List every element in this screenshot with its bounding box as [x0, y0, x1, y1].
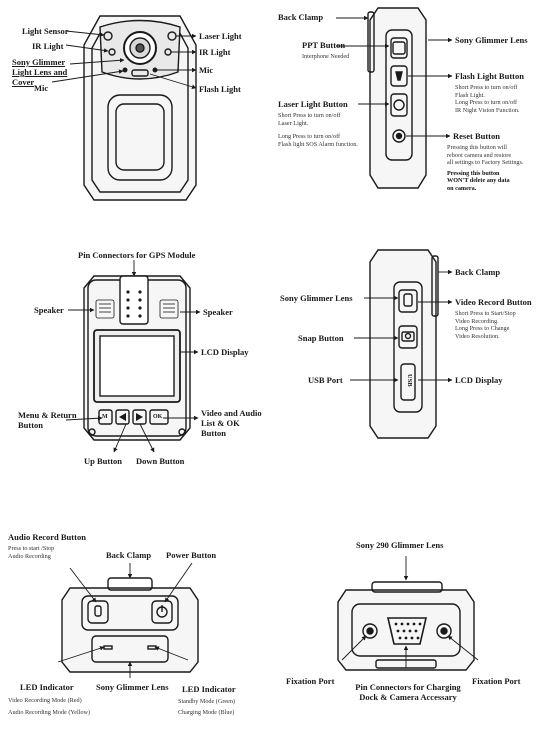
- flash-desc-line-1: Short Press to turn on/off: [455, 84, 518, 91]
- sony-lens-label-5: Sony Glimmer Lens: [96, 682, 169, 692]
- video-record-desc: Short Press to Start/Stop Video Recordin…: [455, 310, 516, 340]
- audio-desc-line-2: Audio Recording: [8, 552, 51, 560]
- flash-button-label: Flash Light Button: [455, 71, 524, 81]
- video-list-line-3: Button: [201, 428, 227, 438]
- back-clamp-label-4: Back Clamp: [455, 267, 501, 277]
- power-button-label: Power Button: [166, 550, 217, 560]
- menu-line-2: Button: [18, 420, 44, 430]
- reset-note-line-3: on camera.: [447, 185, 523, 193]
- sony-lens-label-4: Sony Glimmer Lens: [280, 293, 353, 303]
- up-button-label: Up Button: [84, 456, 123, 466]
- flash-desc-line-2: Flash Light.: [455, 91, 485, 99]
- led-left-desc-line-2: Audio Recording Mode (Yellow): [8, 708, 91, 716]
- ppt-button-desc: Interphone Needed: [302, 53, 350, 60]
- laser-button-desc: Short Press to turn on/off Laser Light. …: [278, 112, 358, 148]
- video-desc-line-3: Long Press to Change: [455, 325, 510, 333]
- bottom-view-camera: [337, 581, 475, 671]
- right-side-view-camera: [367, 7, 427, 189]
- menu-return-label: Menu & Return Button: [18, 410, 77, 430]
- key-ok: OK: [153, 414, 163, 420]
- lcd-display-label-3: LCD Display: [201, 347, 249, 357]
- laser-light-label: Laser Light: [199, 31, 242, 41]
- led-left-desc-line-1: Video Recording Mode (Red): [8, 697, 82, 704]
- led-left-desc: Video Recording Mode (Red) Audio Recordi…: [8, 697, 90, 716]
- laser-desc-line-2: Laser Light.: [278, 119, 309, 127]
- pin-connectors-label: Pin Connectors for Charging Dock & Camer…: [350, 682, 466, 702]
- sony-lens-cover-line-2: Light Lens and: [12, 67, 68, 77]
- reset-desc-line-3: all settings to Factory Settings.: [447, 159, 524, 167]
- lcd-display-label-4: LCD Display: [455, 375, 503, 385]
- video-audio-list-label: Video and Audio List & OK Button: [201, 408, 262, 438]
- gps-connectors-label: Pin Connectors for GPS Module: [78, 250, 196, 260]
- audio-record-desc: Press to start /Stop Audio Recording: [8, 545, 54, 560]
- reset-note-line-1: Pressing this button: [447, 170, 523, 178]
- reset-note-3: on camera.: [447, 184, 477, 192]
- laser-desc-line-1: Short Press to turn on/off: [278, 112, 341, 119]
- mic-left-label: Mic: [34, 83, 49, 93]
- video-record-button-label: Video Record Button: [455, 297, 532, 307]
- back-clamp-label-2: Back Clamp: [278, 12, 324, 22]
- laser-desc-line-4: Long Press to turn on/off: [278, 133, 341, 141]
- ir-light-right-label: IR Light: [199, 47, 231, 57]
- flash-desc-line-4: IR Night Vision Function.: [455, 106, 520, 114]
- flash-desc-line-3: Long Press to turn on/off: [455, 99, 518, 107]
- sony-lens-cover-line-3: Cover: [12, 77, 35, 87]
- reset-desc-line-1: Pressing this button will: [447, 144, 507, 151]
- reset-note-line-2: WON'T delete any data: [447, 177, 523, 185]
- video-list-line-1: Video and Audio: [201, 408, 262, 418]
- fixation-port-left-label: Fixation Port: [286, 676, 335, 686]
- reset-note-2: WON'T delete any data: [447, 177, 510, 185]
- audio-desc-line-1: Press to start /Stop: [8, 545, 55, 552]
- sony-lens-cover-label: Sony Glimmer Light Lens and Cover: [12, 57, 67, 87]
- audio-record-button-label: Audio Record Button: [8, 532, 86, 542]
- reset-note-1: Pressing this button: [447, 169, 500, 177]
- pin-connectors-line-1: Pin Connectors for Charging: [355, 682, 461, 692]
- down-button-label: Down Button: [136, 456, 185, 466]
- video-desc-line-1: Short Press to Start/Stop: [455, 310, 516, 317]
- front-view-camera: [83, 15, 197, 201]
- led-right-desc: Standby Mode (Green) Charging Mode (Blue…: [178, 698, 235, 716]
- led-indicator-left-label: LED Indicator: [20, 682, 74, 692]
- flash-button-desc: Short Press to turn on/off Flash Light. …: [455, 84, 520, 114]
- pin-connectors-line-2: Dock & Camera Accessary: [359, 692, 457, 702]
- key-m: M: [102, 414, 108, 420]
- laser-desc-line-5: Flash light SOS Alarm function.: [278, 140, 358, 148]
- menu-line-1: Menu & Return: [18, 410, 77, 420]
- led-right-desc-line-1: Standby Mode (Green): [178, 698, 236, 705]
- laser-button-label: Laser Light Button: [278, 99, 348, 109]
- reset-button-label: Reset Button: [453, 131, 500, 141]
- flash-light-label: Flash Light: [199, 84, 241, 94]
- sony-lens-label-2: Sony Glimmer Lens: [455, 35, 528, 45]
- light-sensor-label: Light Sensor: [22, 26, 69, 36]
- video-desc-line-2: Video Recording.: [455, 317, 499, 325]
- ir-light-left-label: IR Light: [32, 41, 64, 51]
- snap-button-label: Snap Button: [298, 333, 344, 343]
- video-desc-line-4: Video Resolution.: [455, 332, 500, 340]
- ppt-button-label: PPT Button: [302, 40, 346, 50]
- led-right-desc-line-2: Charging Mode (Blue): [178, 708, 235, 716]
- reset-button-desc: Pressing this button will reboot camera …: [447, 144, 523, 193]
- callout-arrows: [51, 15, 479, 678]
- left-side-view-camera: [369, 249, 439, 439]
- top-view-camera: [61, 577, 199, 673]
- led-indicator-right-label: LED Indicator: [182, 684, 236, 694]
- back-clamp-label-5: Back Clamp: [106, 550, 152, 560]
- sony-290-lens-label: Sony 290 Glimmer Lens: [356, 540, 444, 550]
- speaker-left-label: Speaker: [34, 305, 64, 315]
- sony-lens-cover-line-1: Sony Glimmer: [12, 57, 66, 67]
- speaker-right-label: Speaker: [203, 307, 233, 317]
- back-view-camera: [83, 275, 191, 441]
- video-list-line-2: List & OK: [201, 418, 240, 428]
- usb-port-text: USB: [406, 374, 413, 387]
- mic-right-label: Mic: [199, 65, 214, 75]
- usb-port-label: USB Port: [308, 375, 343, 385]
- fixation-port-right-label: Fixation Port: [472, 676, 521, 686]
- reset-desc-line-2: reboot camera and restore: [447, 151, 512, 159]
